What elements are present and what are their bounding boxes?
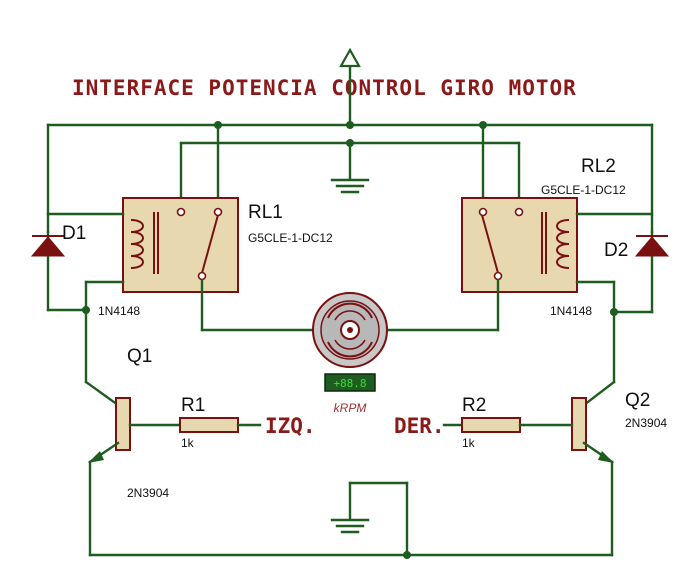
rl2-ref: RL2 — [581, 156, 616, 177]
resistor-r2 — [442, 417, 574, 433]
d2-ref: D2 — [604, 240, 628, 261]
supply-rail — [46, 121, 654, 234]
resistor-r1 — [128, 417, 262, 433]
ground-symbol-bottom — [330, 518, 370, 534]
rl1-part: G5CLE-1-DC12 — [248, 231, 333, 245]
rl1-ref: RL1 — [248, 202, 283, 223]
net-label-der: DER. — [394, 414, 445, 438]
coil-wiring — [46, 212, 654, 314]
r2-value: 1k — [462, 436, 476, 450]
diode-d1 — [30, 230, 90, 314]
rpm-display: +88.8 — [324, 373, 376, 392]
d2-part: 1N4148 — [550, 304, 592, 318]
relay-rl1 — [122, 197, 239, 293]
power-supply-arrow — [339, 47, 361, 127]
ground-rail-bottom — [88, 481, 614, 559]
relay-rl2 — [461, 197, 578, 293]
q2-part: 2N3904 — [625, 416, 667, 430]
rl2-part: G5CLE-1-DC12 — [541, 183, 626, 197]
d1-ref: D1 — [62, 223, 86, 244]
transistor-q2 — [571, 310, 616, 557]
q1-ref: Q1 — [127, 346, 152, 367]
rpm-readout: +88.8 — [333, 377, 366, 390]
r2-ref: R2 — [462, 395, 486, 416]
ground-symbol-top — [330, 178, 370, 194]
q2-ref: Q2 — [625, 390, 650, 411]
rpm-unit: kRPM — [334, 401, 367, 415]
transistor-q1 — [84, 308, 131, 557]
r1-ref: R1 — [181, 395, 205, 416]
r1-value: 1k — [181, 436, 195, 450]
schematic-title: INTERFACE POTENCIA CONTROL GIRO MOTOR — [72, 76, 577, 100]
ground-rail-top — [179, 139, 521, 202]
net-label-izq: IZQ. — [265, 414, 316, 438]
q1-part: 2N3904 — [127, 486, 169, 500]
d1-part: 1N4148 — [98, 304, 140, 318]
motor — [200, 278, 500, 368]
